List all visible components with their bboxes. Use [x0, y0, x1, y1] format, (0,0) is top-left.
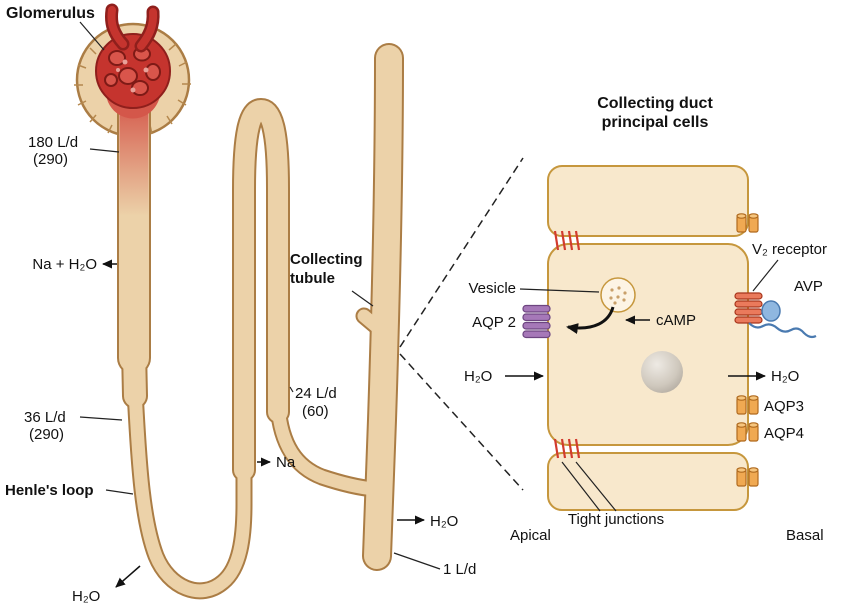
- label-h2o-apical: H₂O: [464, 368, 492, 385]
- label-h2o-basal: H₂O: [771, 368, 799, 385]
- aqp3-channel: [736, 395, 759, 415]
- transport-arrows: [102, 259, 425, 588]
- capillary-loops: [104, 46, 161, 96]
- label-avp: AVP: [794, 278, 823, 295]
- label-na-h2o: Na + H₂O: [32, 256, 97, 273]
- label-aqp4: AQP4: [764, 425, 804, 442]
- principal-cell-main: [547, 243, 749, 446]
- principal-cell-top: [547, 165, 749, 237]
- avp-ligand: [761, 300, 781, 322]
- label-v2-receptor: V₂ receptor: [752, 241, 827, 258]
- cell-panel-title-line1: Collecting duct: [597, 95, 713, 112]
- label-collecting-tubule-line2: tubule: [290, 270, 335, 287]
- label-apical: Apical: [510, 527, 551, 544]
- label-na: Na: [276, 454, 296, 471]
- filtrate-gradient: [119, 98, 149, 216]
- label-collecting-tubule-line1: Collecting: [290, 251, 363, 268]
- pointer-24ld: [289, 386, 294, 393]
- label-flow-24: 24 L/d: [295, 385, 337, 402]
- label-flow-36: 36 L/d: [24, 409, 66, 426]
- pointer-36ld: [79, 416, 123, 421]
- afferent-arteriole: [107, 6, 127, 48]
- label-h2o-loop: H₂O: [72, 588, 100, 605]
- pointer-lines: [79, 21, 441, 570]
- label-osm-24: (60): [302, 403, 329, 420]
- label-flow-180: 180 L/d: [28, 134, 78, 151]
- principal-cells: [547, 165, 749, 511]
- avp-tail: [748, 322, 817, 339]
- pointer-tight-junction-1: [561, 461, 601, 512]
- label-osm-36: (290): [29, 426, 64, 443]
- aqp2-channel: [522, 304, 551, 339]
- basal-aqp-bottom-cell: [736, 467, 759, 487]
- apical-aqp-top-cell: [736, 213, 759, 233]
- label-tight-junctions: Tight junctions: [568, 511, 664, 528]
- pointer-collecting-tubule: [351, 290, 374, 307]
- arrow-vesicle-to-aqp2: [566, 306, 615, 334]
- vesicle-dots: [609, 286, 627, 305]
- aqp4-channel: [736, 422, 759, 442]
- label-camp: cAMP: [656, 312, 696, 329]
- cell-pointer-lines: [519, 259, 779, 512]
- henle-loop: [128, 383, 251, 598]
- efferent-arteriole: [137, 8, 158, 50]
- pointer-vesicle: [519, 288, 600, 293]
- connecting-segment: [271, 399, 381, 496]
- tight-junction-marks-lower: [553, 438, 581, 459]
- label-osm-180: (290): [33, 151, 68, 168]
- tubule-outlines: [117, 43, 404, 600]
- zoom-dashed-line-lower: [399, 353, 524, 491]
- label-h2o-duct: H₂O: [430, 513, 458, 530]
- vesicle-shape: [600, 277, 636, 313]
- v2-receptor: [734, 292, 763, 324]
- label-glomerulus: Glomerulus: [6, 5, 95, 22]
- pointer-henles-loop: [105, 489, 134, 495]
- collecting-duct: [364, 45, 402, 569]
- label-flow-1: 1 L/d: [443, 561, 476, 578]
- capillary-dots: [116, 59, 149, 93]
- arrow-h2o-loop-out: [115, 565, 141, 588]
- pointer-v2-receptor: [752, 259, 779, 292]
- zoom-dashed-line-upper: [399, 157, 524, 348]
- label-aqp3: AQP3: [764, 398, 804, 415]
- collecting-duct-branch: [357, 309, 390, 339]
- pointer-glomerulus: [79, 21, 105, 51]
- pointer-1ld: [393, 552, 441, 570]
- tight-junction-marks-upper: [553, 230, 581, 251]
- cell-panel-title-line2: principal cells: [602, 114, 709, 131]
- tubule-lumen: [119, 45, 402, 598]
- nucleus: [641, 351, 683, 393]
- label-aqp2: AQP 2: [472, 314, 516, 331]
- capsule-filtrate: [101, 80, 167, 119]
- pointer-180ld: [89, 148, 120, 153]
- label-vesicle: Vesicle: [468, 280, 516, 297]
- label-basal: Basal: [786, 527, 824, 544]
- principal-cell-bottom: [547, 452, 749, 511]
- pointer-tight-junction-2: [575, 461, 617, 512]
- label-henles-loop: Henle's loop: [5, 482, 94, 499]
- ascending-limb-distal-tubule: [234, 100, 288, 480]
- arterioles: [105, 3, 160, 53]
